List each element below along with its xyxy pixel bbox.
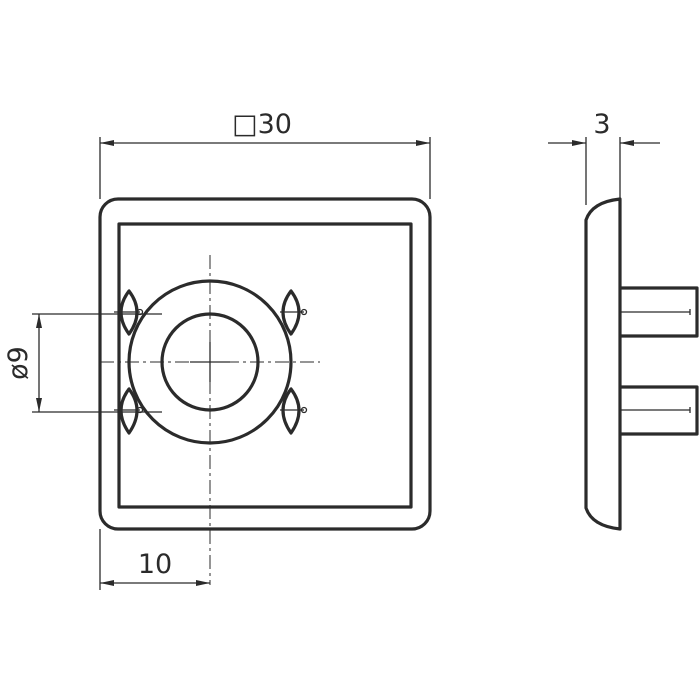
- collar-ring: [127, 279, 293, 445]
- clip-lug-bottom-left: [114, 387, 144, 435]
- offset-label: 10: [138, 549, 172, 580]
- center-hole: [160, 312, 260, 412]
- offset-dimension: 10: [99, 529, 210, 590]
- width-dimension: □30: [99, 109, 431, 199]
- front-view: [98, 197, 432, 585]
- side-view: [584, 197, 699, 531]
- diameter-label: ø9: [3, 346, 34, 380]
- thickness-label: 3: [593, 109, 610, 140]
- inner-frame: [117, 222, 413, 509]
- thickness-dimension: 3: [548, 109, 660, 205]
- clip-lug-bottom-right: [280, 387, 308, 435]
- diameter-dimension: ø9: [3, 313, 162, 413]
- width-label: □30: [232, 109, 292, 140]
- upper-peg: [620, 286, 699, 338]
- cap-profile: [584, 197, 622, 531]
- clip-lug-top-right: [280, 289, 308, 336]
- lower-peg: [620, 385, 699, 436]
- outer-frame: [98, 197, 432, 531]
